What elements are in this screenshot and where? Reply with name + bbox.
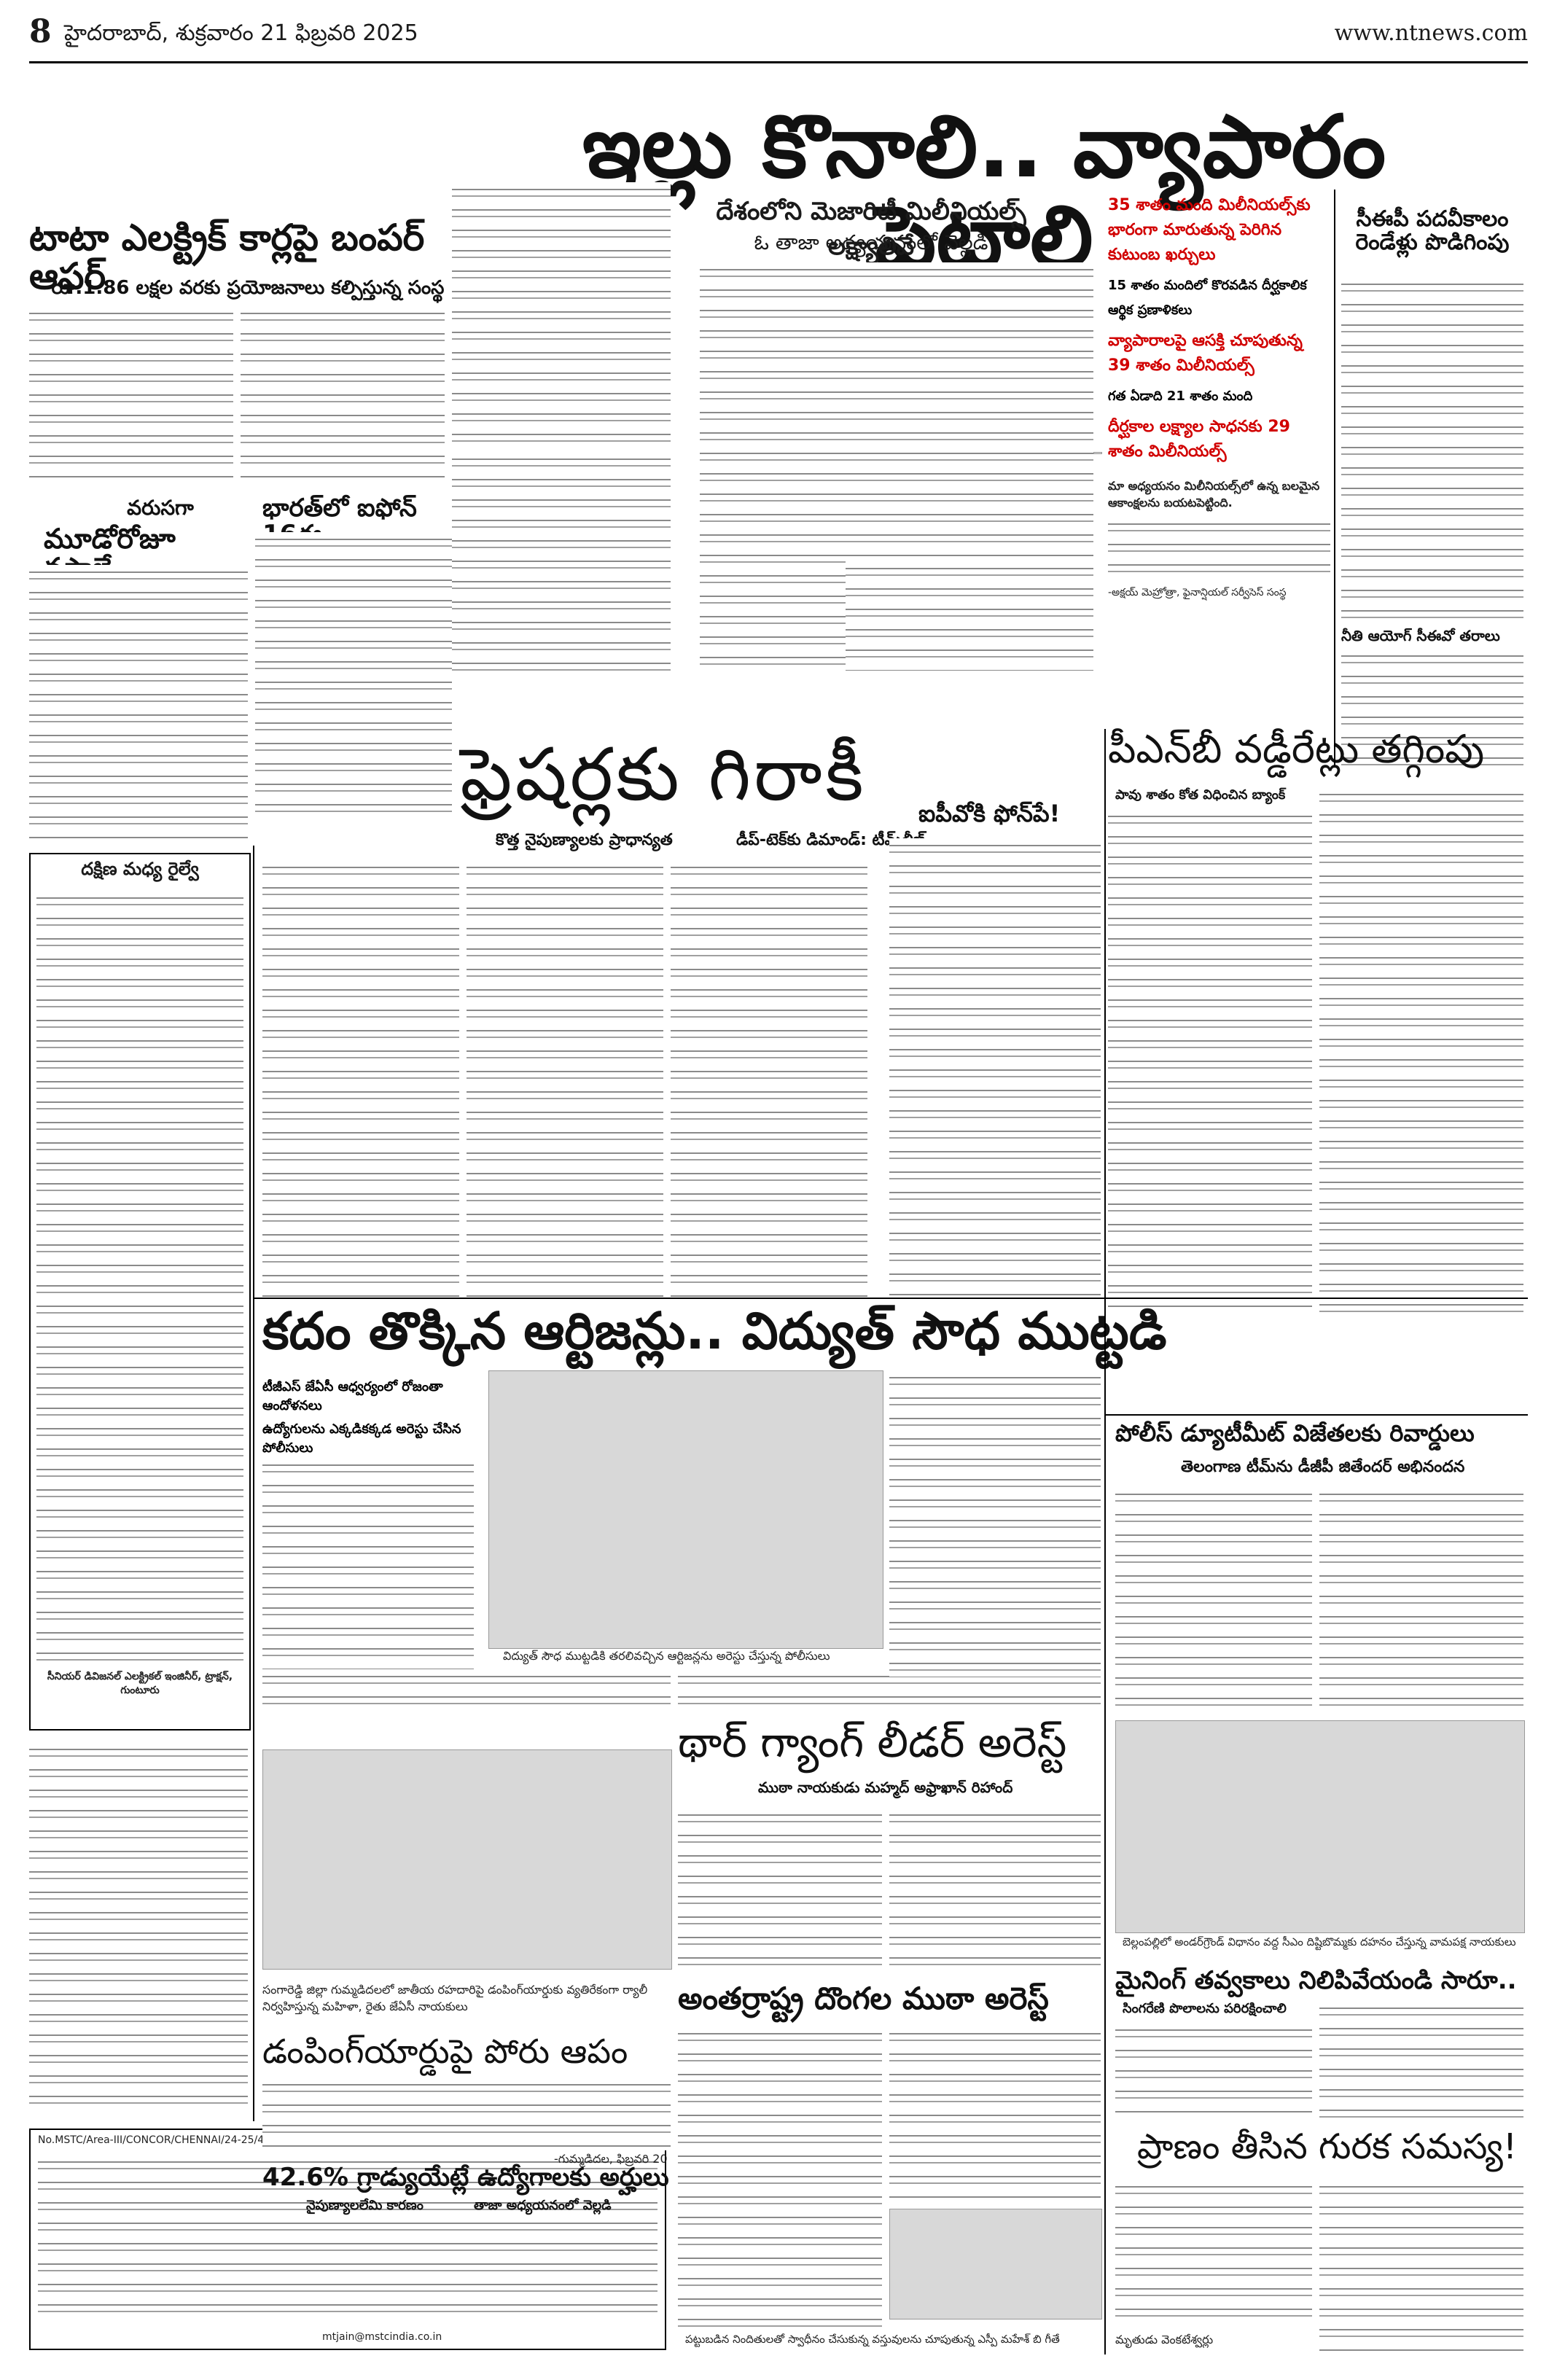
- senior-body: [1341, 277, 1523, 620]
- tata-body-1: [29, 306, 233, 481]
- power-body-3: [678, 1669, 1101, 1713]
- power-points: టీజీఎస్ జేఏసీ ఆధ్వర్యంలో రోజంతా ఆందోళనలు…: [262, 1378, 481, 1458]
- power-photo: [488, 1370, 883, 1649]
- thar-body-2: [889, 1808, 1101, 1975]
- mstc-body: [38, 2155, 657, 2315]
- lead-headline: ఇల్లు కొనాలి.. వ్యాపారం పెట్టాలి: [582, 96, 1386, 287]
- divider-right: [1104, 729, 1106, 2354]
- graduates-strap: నైపుణ్యాలలేమి కారణం: [306, 2198, 424, 2213]
- robbers-caption: పట్టుబడిన నిందితులతో స్వాధీనం చేసుకున్న …: [685, 2333, 1060, 2346]
- ad-body: [36, 891, 243, 1663]
- railway-tender-ad: దక్షిణ మధ్య రైల్వే సీనియర్ డివిజనల్ ఎలక్…: [29, 853, 251, 1731]
- lead-points: 35 శాతం మంది మిలీనియల్స్‌కు భారంగా మారుత…: [1108, 193, 1330, 601]
- police-body-1: [1115, 1487, 1312, 1713]
- police-body-2: [1319, 1487, 1523, 1713]
- robbers-photo: [889, 2209, 1102, 2319]
- pnb-body-1: [1108, 809, 1312, 1312]
- pnb-headline: పీఎన్‌బీ వడ్డీరేట్లు తగ్గింపు: [1108, 726, 1485, 772]
- lead-point-5: దీర్ఘకాల లక్ష్యాల సాధనకు 29 శాతం మిలీనియ…: [1108, 418, 1290, 461]
- police-headline: పోలీస్ డ్యూటీమీట్ విజేతలకు రివార్డులు: [1115, 1419, 1475, 1447]
- senior-headline: సీఈపీ పదవీకాలం రెండేళ్లు పొడిగింపు: [1355, 206, 1510, 255]
- robbers-body-2: [889, 2026, 1101, 2201]
- thar-strap: ముఠా నాయకుడు మహ్మద్ అఫ్రాఖాన్ రిహాంద్: [758, 1779, 1013, 1796]
- divider-power: [254, 1298, 1528, 1299]
- divider-police: [1105, 1414, 1528, 1416]
- mining-headline: మైనింగ్ తవ్వకాలు నిలిపివేయండి సారూ..: [1115, 1966, 1517, 1995]
- police-strap: తెలంగాణ టీమ్‌ను డీజీపీ జితేందర్ అభినందన: [1181, 1458, 1465, 1476]
- page-number: 8: [29, 13, 52, 50]
- dumping-body: [262, 2077, 671, 2150]
- pnb-point: పావు శాతం కోత విధించిన బ్యాంక్: [1115, 787, 1286, 803]
- robbers-body-1: [678, 2026, 882, 2333]
- mstc-serial: No.MSTC/Area-III/CONCOR/CHENNAI/24-25/4: [38, 2134, 265, 2146]
- masthead: 8 హైదరాబాద్, శుక్రవారం 21 ఫిబ్రవరి 2025 …: [29, 13, 1528, 64]
- freshers-headline: ఫ్రెషర్లకు గిరాకీ: [460, 732, 867, 817]
- graduates-strap-2: తాజా అధ్యయనంలో వెల్లడి: [474, 2198, 612, 2213]
- market-body: [29, 565, 248, 838]
- mining-point: సింగరేణి పొలాలను పరిరక్షించాలి: [1123, 2001, 1287, 2016]
- dumping-photo: [262, 1749, 672, 1970]
- lead-point-1: 35 శాతం మంది మిలీనియల్స్‌కు భారంగా మారుత…: [1108, 196, 1311, 264]
- snake-body-1: [1115, 2180, 1312, 2325]
- mining-kicker: బెల్లంపల్లిలో అండర్‌గ్రౌండ్ విధానం వద్ద …: [1123, 1935, 1516, 1948]
- lead-body-2: [846, 561, 1093, 671]
- divider-left: [253, 846, 254, 2121]
- snake-headline: ప్రాణం తీసిన గురక సమస్య!: [1137, 2126, 1518, 2167]
- freshers-body-2: [467, 860, 663, 1298]
- tata-body-2: [241, 306, 445, 481]
- graduates-headline: 42.6% గ్రాడ్యుయేట్లే ఉద్యోగాలకు అర్హులు: [262, 2163, 669, 2192]
- dumping-headline: డంపింగ్‌యార్డుపై పోరు ఆపం: [262, 2032, 628, 2071]
- col3-body-2: [452, 452, 671, 671]
- mining-photo: [1115, 1720, 1525, 1933]
- mstc-notice: No.MSTC/Area-III/CONCOR/CHENNAI/24-25/4 …: [29, 2129, 666, 2350]
- ipo-headline: ఐపీవోకి ఫోన్‌పే!: [918, 800, 1061, 827]
- freshers-body-1: [262, 860, 459, 1298]
- thar-body-1: [678, 1808, 882, 1975]
- lead-box-source: -అక్షయ్ మెహ్రోత్రా, ఫైనాన్షియల్ సర్వీసెస…: [1108, 587, 1287, 598]
- iphone-body: [255, 532, 452, 824]
- power-headline: కదం తొక్కిన ఆర్టిజన్లు.. విద్యుత్ సౌధ ము…: [262, 1301, 1167, 1361]
- lead-subkicker: ఓ తాజా అధ్యయనంలో వెల్లడి: [754, 230, 988, 254]
- mstc-contact[interactable]: mtjain@mstcindia.co.in: [322, 2331, 442, 2343]
- power-point-2: ఉద్యోగులను ఎక్కడికక్కడ అరెస్టు చేసిన పోల…: [262, 1421, 461, 1456]
- lead-divider: [1093, 452, 1102, 454]
- power-body-1: [262, 1458, 474, 1669]
- senior-strap: నీతి ఆయోగ్ సీఈవో తరాలు: [1341, 627, 1500, 644]
- snake-caption: మృతుడు వెంకటేశ్వర్లు: [1115, 2333, 1214, 2346]
- divider-top-right: [1334, 190, 1335, 765]
- lead-point-4: గత ఏడాది 21 శాతం మంది: [1108, 389, 1253, 404]
- dumping-kicker: సంగారెడ్డి జిల్లా గుమ్మడిదలలో జాతీయ రహదా…: [262, 1983, 648, 2013]
- robbers-headline: అంతర్రాష్ట్ర దొంగల ముఠా అరెస్ట్: [678, 1981, 1049, 2016]
- dumping-byline: -గుమ్మడిదల, ఫిబ్రవరి 20: [554, 2152, 668, 2166]
- lead-kicker: దేశంలోని మెజారిటీ మిలీనియల్స్ లక్ష్యాలివ…: [716, 197, 1026, 261]
- snake-body-2: [1319, 2180, 1523, 2354]
- lead-box-caption: మా అధ్యయనం మిలీనియల్స్‌లో ఉన్న బలమైన ఆకా…: [1108, 479, 1320, 510]
- masthead-rule: [29, 61, 1528, 63]
- ad-footer: సీనియర్ డివిజనల్ ఎలక్ట్రికల్ ఇంజినీర్, ట…: [47, 1671, 233, 1696]
- pnb-body-2: [1319, 787, 1523, 1312]
- tata-headline: టాటా ఎలక్ట్రిక్ కార్లపై బంపర్ ఆఫర్: [29, 216, 425, 297]
- mining-body-2: [1319, 2001, 1523, 2118]
- market-kicker: వరుసగా: [127, 496, 194, 520]
- thar-headline: థార్ గ్యాంగ్ లీడర్ అరెస్ట్: [678, 1717, 1067, 1767]
- tata-subhead: రూ.1.86 లక్షల వరకు ప్రయోజనాలు కల్పిస్తున…: [51, 277, 445, 299]
- lead-point-2: 15 శాతం మందిలో కొరవడిన దీర్ఘకాలిక ఆర్థిక…: [1108, 278, 1307, 318]
- col3-body-1: [452, 182, 671, 488]
- power-point-1: టీజీఎస్ జేఏసీ ఆధ్వర్యంలో రోజంతా ఆందోళనలు: [262, 1379, 443, 1413]
- ad-title: దక్షిణ మధ్య రైల్వే: [81, 859, 199, 879]
- ad-left-body-2: [29, 1742, 248, 2107]
- power-body-2: [262, 1669, 671, 1713]
- ipo-body: [889, 838, 1101, 1298]
- mining-body-1: [1115, 2023, 1312, 2118]
- freshers-body-3: [671, 860, 867, 1298]
- freshers-strap: కొత్త నైపుణ్యాలకు ప్రాధాన్యత: [496, 831, 673, 849]
- website-url[interactable]: www.ntnews.com: [1334, 20, 1528, 46]
- dateline: హైదరాబాద్, శుక్రవారం 21 ఫిబ్రవరి 2025: [64, 20, 418, 46]
- senior-body-2: [1341, 649, 1523, 765]
- power-caption: విద్యుత్ సౌధ ముట్టడికి తరలివచ్చిన ఆర్టిజ…: [503, 1649, 830, 1663]
- lead-point-3: వ్యాపారాలపై ఆసక్తి చూపుతున్న 39 శాతం మిల…: [1108, 332, 1303, 375]
- power-body-4: [889, 1370, 1101, 1677]
- lead-box-text: [1108, 517, 1330, 582]
